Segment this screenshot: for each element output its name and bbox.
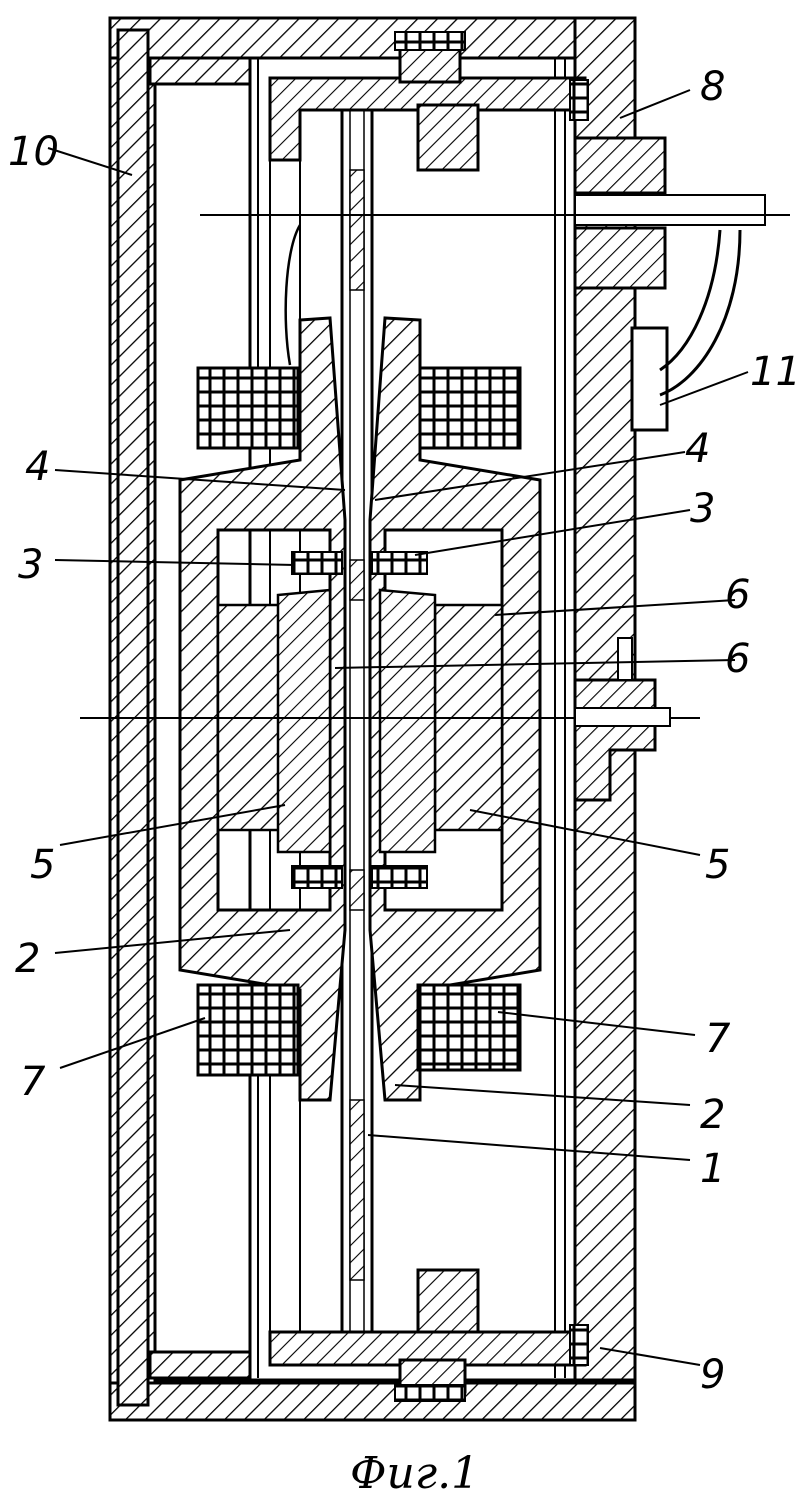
- label-2-left: 2: [15, 936, 40, 982]
- label-11: 11: [750, 349, 800, 395]
- label-6-top: 6: [725, 572, 750, 618]
- label-5-right: 5: [705, 842, 730, 888]
- label-7-left: 7: [20, 1059, 46, 1105]
- label-1: 1: [700, 1146, 725, 1192]
- label-7-right: 7: [705, 1016, 731, 1062]
- label-9: 9: [700, 1352, 725, 1398]
- label-4-right: 4: [685, 426, 710, 472]
- label-3-left: 3: [18, 542, 43, 588]
- label-10: 10: [8, 129, 59, 175]
- figure-caption: Фиг.1: [350, 1448, 479, 1499]
- label-2-right: 2: [700, 1092, 725, 1138]
- label-6-bottom: 6: [725, 636, 750, 682]
- label-3-right: 3: [690, 486, 715, 532]
- label-5-left: 5: [30, 842, 55, 888]
- label-4-left: 4: [25, 444, 50, 490]
- label-8: 8: [700, 64, 725, 110]
